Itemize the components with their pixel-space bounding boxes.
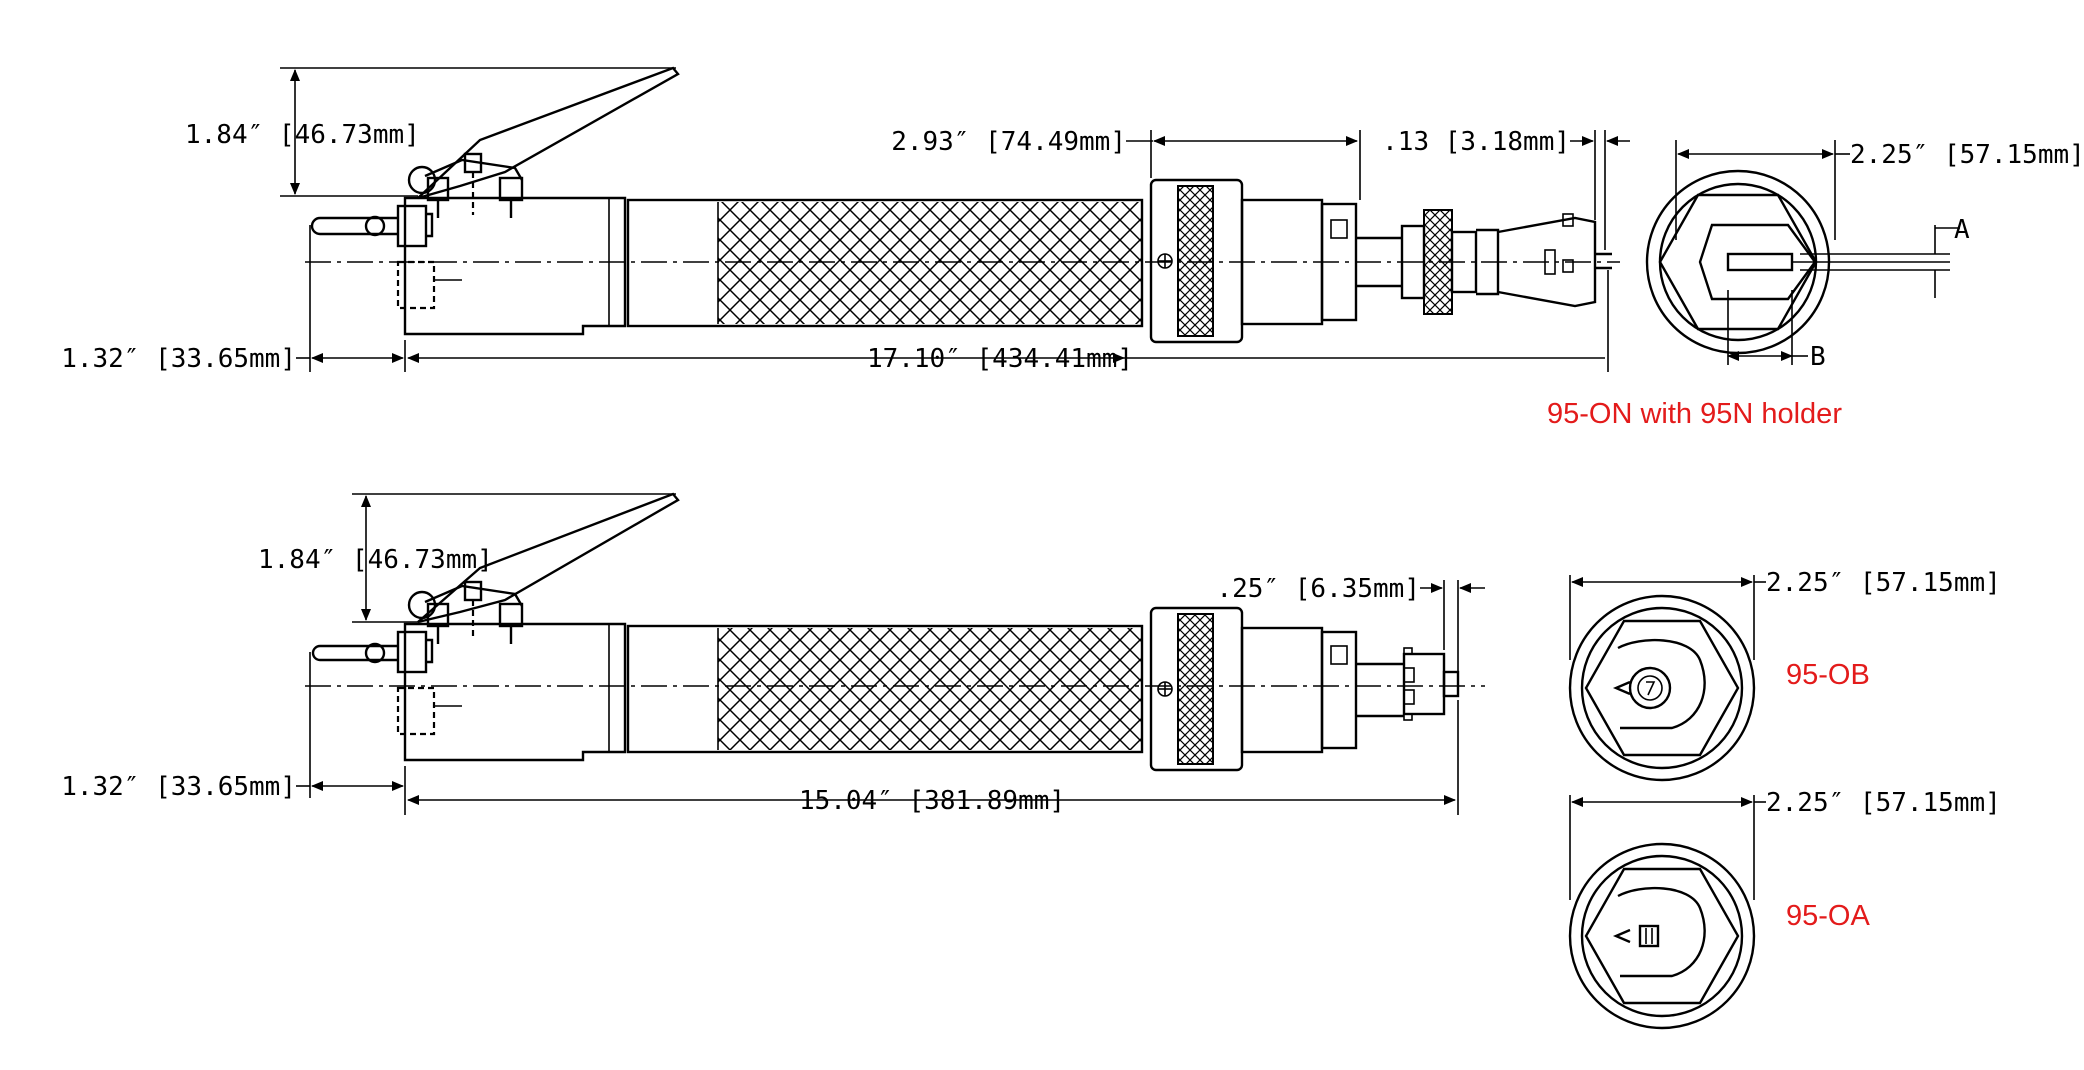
model-label-95-on: 95-ON with 95N holder xyxy=(1547,398,1842,430)
callout-a: A xyxy=(1954,215,1970,245)
bottom-offset-dimension: 1.32″ [33.65mm] xyxy=(61,772,296,802)
model-label-95-oa: 95-OA xyxy=(1786,900,1870,932)
tool-side-view-top xyxy=(305,66,1620,344)
dimension-lines-top xyxy=(280,67,1630,372)
end-view-top xyxy=(1645,140,1960,365)
top-lever-height-dimension: 1.84″ [46.73mm] xyxy=(185,120,420,150)
end-view-95-ob xyxy=(1568,575,1766,782)
bottom-tip-extension-dimension: .25″ [6.35mm] xyxy=(1217,574,1421,604)
tool-side-view-bottom xyxy=(305,492,1485,772)
top-tip-extension-dimension: .13 [3.18mm] xyxy=(1382,127,1570,157)
callout-b: B xyxy=(1810,342,1826,372)
end-view-95-oa xyxy=(1568,795,1766,1030)
top-overall-length-dimension: 17.10″ [434.41mm] xyxy=(867,344,1133,374)
top-offset-dimension: 1.32″ [33.65mm] xyxy=(61,344,296,374)
dimension-lines-bottom xyxy=(296,493,1485,815)
bottom-lever-height-dimension: 1.84″ [46.73mm] xyxy=(258,545,493,575)
top-nose-length-dimension: 2.93″ [74.49mm] xyxy=(891,127,1126,157)
model-label-95-ob: 95-OB xyxy=(1786,659,1870,691)
top-end-diameter-dimension: 2.25″ [57.15mm] xyxy=(1850,140,2084,170)
bottom-overall-length-dimension: 15.04″ [381.89mm] xyxy=(799,786,1065,816)
oa-end-diameter-dimension: 2.25″ [57.15mm] xyxy=(1766,788,2001,818)
ob-end-diameter-dimension: 2.25″ [57.15mm] xyxy=(1766,568,2001,598)
